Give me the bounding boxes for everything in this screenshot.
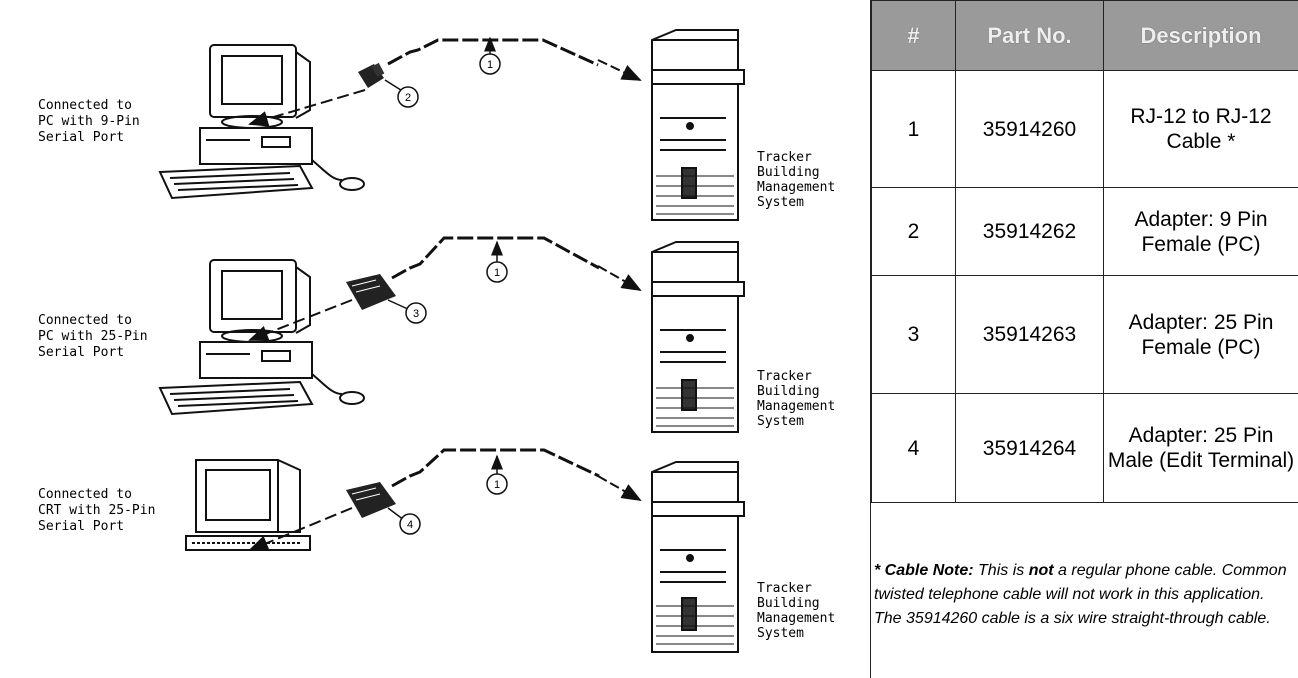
table-row: 2 35914262 Adapter: 9 Pin Female (PC)	[871, 187, 1298, 276]
svg-text:Management: Management	[757, 399, 835, 414]
row-number: 3	[871, 275, 956, 394]
callout-3	[405, 302, 427, 324]
header-number: #	[871, 0, 956, 71]
tracker-unit-icon	[651, 461, 745, 653]
svg-text:Serial Port: Serial Port	[38, 345, 124, 360]
svg-text:Connected to: Connected to	[38, 487, 132, 502]
adapter-9pin-icon	[358, 62, 385, 88]
adapter-25pin-male-icon	[346, 482, 396, 518]
svg-text:Management: Management	[757, 611, 835, 626]
row-number: 1	[871, 70, 956, 188]
header-part-no: Part No.	[955, 0, 1104, 71]
svg-text:Tracker: Tracker	[757, 369, 812, 384]
svg-text:1: 1	[487, 59, 493, 71]
svg-text:System: System	[757, 626, 804, 641]
part-description: Adapter: 25 Pin Male (Edit Terminal)	[1103, 393, 1298, 503]
pc-label-line-3: Serial Port	[38, 130, 124, 145]
cable-line	[387, 38, 599, 67]
svg-text:3: 3	[413, 308, 419, 320]
part-description: Adapter: 9 Pin Female (PC)	[1103, 187, 1298, 276]
parts-panel: # Part No. Description 1 35914260 RJ-12 …	[870, 0, 1298, 678]
svg-text:System: System	[757, 195, 804, 210]
svg-text:PC with 25-Pin: PC with 25-Pin	[38, 329, 148, 344]
svg-text:1: 1	[494, 267, 500, 279]
cable-note-lead: * Cable Note:	[874, 562, 974, 579]
callout-1	[486, 473, 508, 495]
parts-table: # Part No. Description 1 35914260 RJ-12 …	[871, 0, 1298, 503]
cable-note-emphasis: not	[1028, 562, 1054, 579]
table-row: 4 35914264 Adapter: 25 Pin Male (Edit Te…	[871, 393, 1298, 503]
pc-computer-icon	[158, 259, 365, 416]
part-number: 35914260	[955, 70, 1104, 188]
row-number: 2	[871, 187, 956, 276]
svg-text:2: 2	[405, 92, 411, 104]
table-header-row: # Part No. Description	[871, 0, 1298, 71]
svg-text:Building: Building	[757, 165, 820, 180]
cable-line	[391, 448, 600, 488]
callout-1	[479, 53, 501, 75]
part-description: RJ-12 to RJ-12 Cable *	[1103, 70, 1298, 188]
part-number: 35914264	[955, 393, 1104, 503]
cable-line	[391, 236, 600, 280]
row-number: 4	[871, 393, 956, 503]
part-number: 35914263	[955, 275, 1104, 394]
svg-text:Tracker: Tracker	[757, 150, 812, 165]
svg-text:Management: Management	[757, 180, 835, 195]
svg-text:Building: Building	[757, 384, 820, 399]
svg-text:Serial Port: Serial Port	[38, 519, 124, 534]
crt-terminal-icon	[185, 459, 311, 551]
pc-computer-icon	[158, 44, 365, 200]
tracker-unit-icon	[651, 241, 745, 433]
svg-text:CRT with 25-Pin: CRT with 25-Pin	[38, 503, 155, 518]
connection-diagram: Connected to PC with 9-Pin Serial Port 2…	[38, 29, 835, 653]
pc-label-line-2: PC with 9-Pin	[38, 114, 140, 129]
connection-row-2: Connected to PC with 25-Pin Serial Port …	[38, 236, 835, 433]
svg-text:Building: Building	[757, 596, 820, 611]
table-row: 3 35914263 Adapter: 25 Pin Female (PC)	[871, 275, 1298, 394]
pc-label-line-1: Connected to	[38, 98, 132, 113]
callout-1	[486, 261, 508, 283]
svg-text:Tracker: Tracker	[757, 581, 812, 596]
callout-4	[399, 513, 421, 535]
header-description: Description	[1103, 0, 1298, 71]
svg-text:4: 4	[407, 519, 413, 531]
svg-text:Connected to: Connected to	[38, 313, 132, 328]
part-number: 35914262	[955, 187, 1104, 276]
tracker-unit-icon	[651, 29, 745, 221]
cable-note: * Cable Note: This is not a regular phon…	[874, 562, 1287, 627]
part-description: Adapter: 25 Pin Female (PC)	[1103, 275, 1298, 394]
svg-text:System: System	[757, 414, 804, 429]
arrow-to-pc	[248, 89, 366, 127]
connection-row-1: Connected to PC with 9-Pin Serial Port 2…	[38, 29, 835, 221]
svg-text:1: 1	[494, 479, 500, 491]
adapter-25pin-female-icon	[346, 274, 396, 310]
connection-row-3: Connected to CRT with 25-Pin Serial Port…	[38, 448, 835, 653]
table-row: 1 35914260 RJ-12 to RJ-12 Cable *	[871, 70, 1298, 188]
callout-2	[397, 86, 419, 108]
